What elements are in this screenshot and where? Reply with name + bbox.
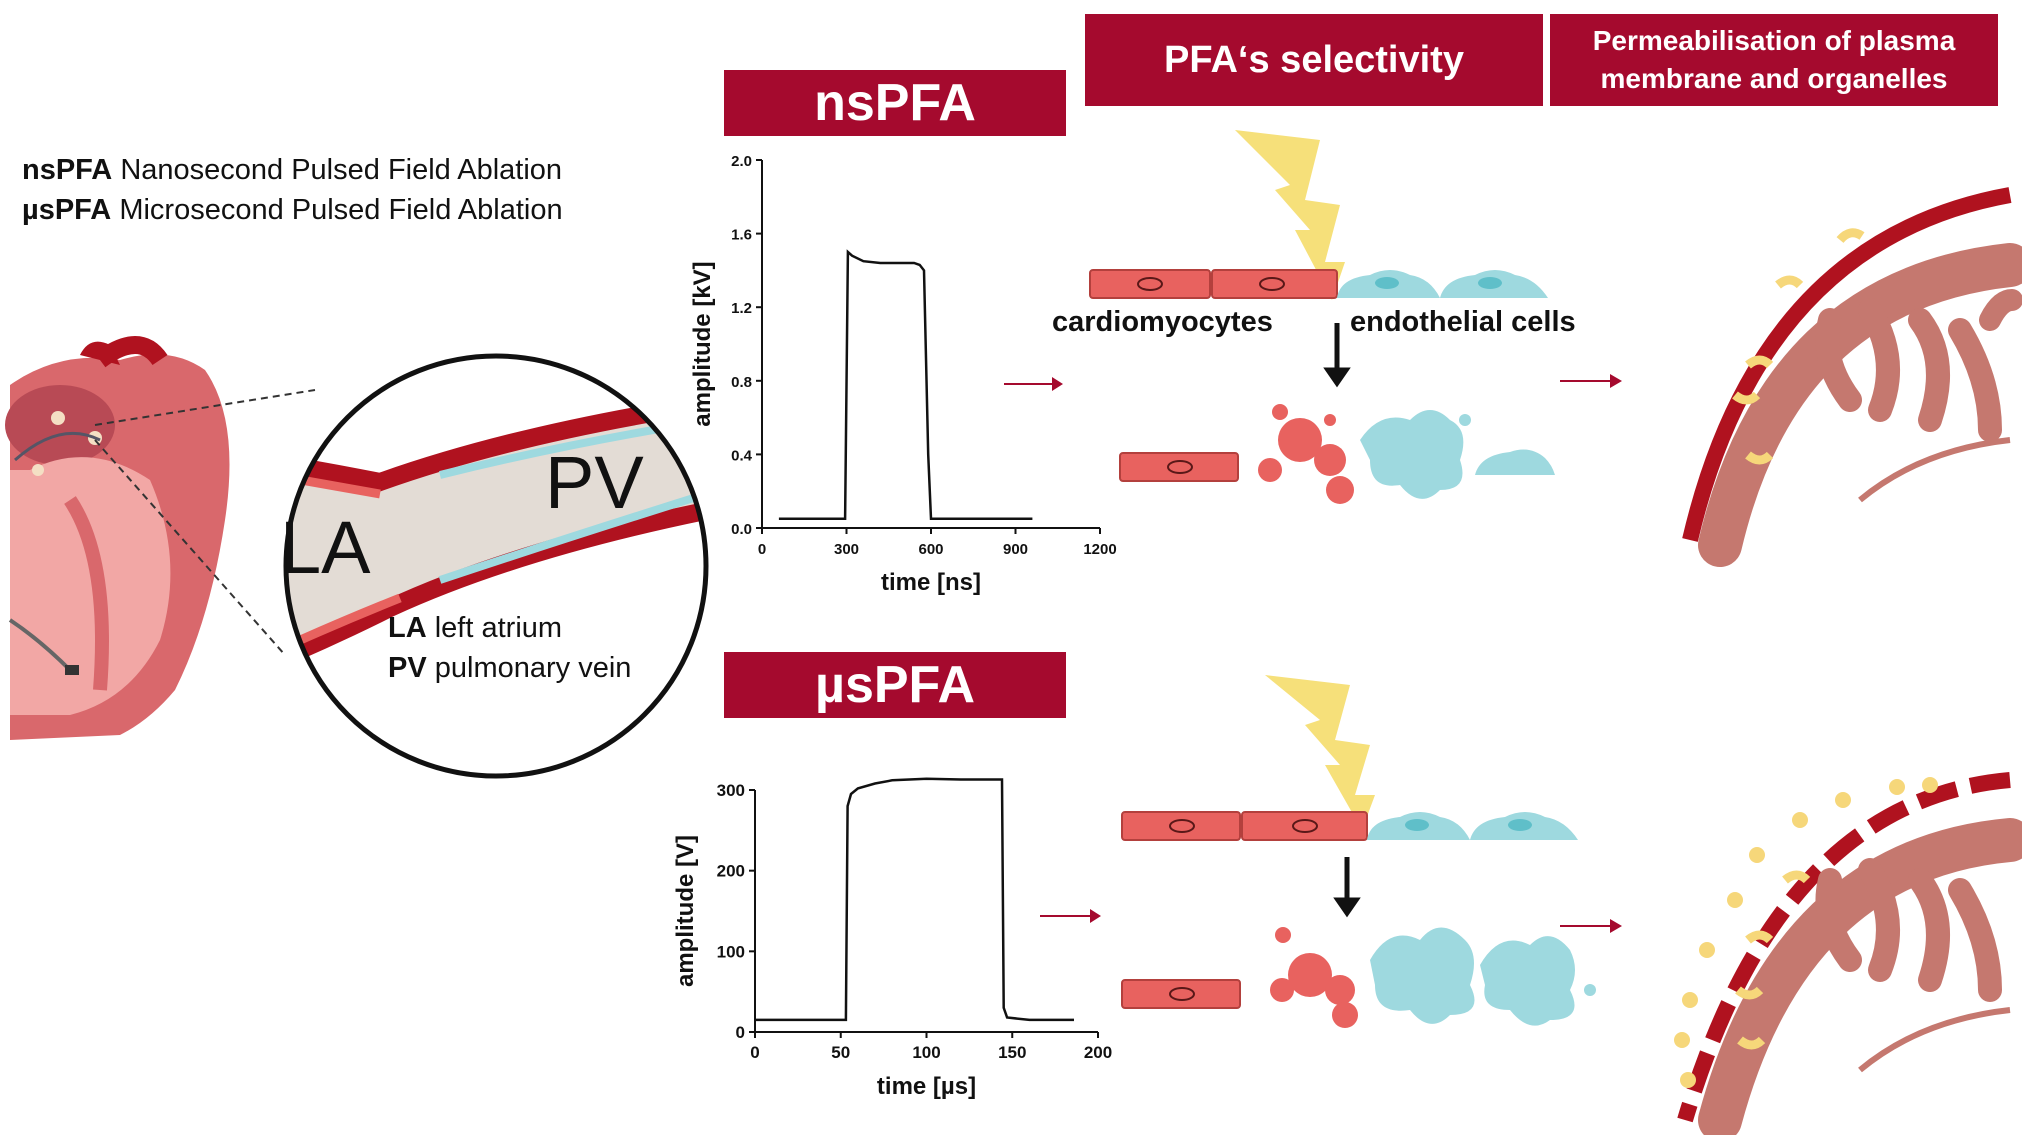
legend-text: pulmonary vein: [434, 652, 632, 684]
y-tick-label: 100: [717, 942, 745, 961]
abbreviation-nspfa: nsPFA Nanosecond Pulsed Field Ablation: [22, 150, 562, 190]
cell-row-us: [1121, 811, 1578, 841]
abbreviation-uspfa: µsPFA Microsecond Pulsed Field Ablation: [22, 190, 563, 230]
x-tick-label: 0: [750, 1043, 759, 1062]
y-tick-label: 0: [736, 1023, 745, 1042]
x-tick-label: 150: [998, 1043, 1026, 1062]
zoom-line: [94, 389, 316, 426]
legend-key: LA: [388, 612, 427, 644]
uspfa-banner-label: µsPFA: [814, 656, 975, 714]
cell-aftermath-us: [1121, 927, 1596, 1028]
legend-key: PV: [388, 652, 427, 684]
cell-row-ns: [1089, 269, 1548, 299]
cardiomyocytes-label: cardiomyocytes: [1052, 306, 1273, 338]
y-tick-label: 0.8: [731, 374, 752, 391]
selectivity-banner: PFA‘s selectivity: [1085, 14, 1543, 106]
x-tick-label: 50: [831, 1043, 850, 1062]
y-tick-label: 1.6: [731, 227, 752, 244]
nspfa-banner: nsPFA: [724, 70, 1066, 136]
x-axis-label: time [µs]: [877, 1073, 976, 1100]
x-tick-label: 600: [918, 541, 943, 558]
endothelial-cells-label: endothelial cells: [1350, 306, 1576, 338]
y-axis-label: amplitude [V]: [672, 835, 699, 987]
organelle-illustration-ns: [1682, 187, 2022, 567]
lightning-icon: [1235, 130, 1345, 300]
x-tick-label: 900: [1003, 541, 1028, 558]
y-tick-label: 0.0: [731, 521, 752, 538]
inset-circle: [283, 353, 709, 779]
heart-illustration: [5, 336, 230, 740]
x-tick-label: 300: [834, 541, 859, 558]
permeabilisation-banner: Permeabilisation of plasma membrane and …: [1550, 14, 1998, 106]
abbreviation-text: Microsecond Pulsed Field Ablation: [119, 194, 563, 226]
abbreviation-key: µsPFA: [22, 194, 112, 226]
legend-text: left atrium: [434, 612, 563, 644]
legend-pv: PV pulmonary vein: [388, 648, 631, 688]
signal-trace-line: [778, 249, 1033, 521]
abbreviation-key: nsPFA: [22, 154, 113, 186]
x-tick-label: 0: [758, 541, 766, 558]
y-tick-label: 200: [717, 862, 745, 881]
cell-aftermath-ns: [1119, 404, 1555, 504]
x-axis-label: time [ns]: [881, 569, 981, 596]
down-arrow-icon: [1323, 323, 1351, 388]
flow-arrows: [1004, 374, 1622, 933]
permeabilisation-line-2: membrane and organelles: [1600, 63, 1948, 94]
legend-la: LA left atrium: [388, 608, 562, 648]
permeabilisation-line-1: Permeabilisation of plasma: [1592, 25, 1956, 56]
signal-trace-line: [755, 777, 1074, 1022]
pv-label: PV: [545, 441, 644, 524]
lightning-icon: [1265, 675, 1375, 830]
selectivity-banner-label: PFA‘s selectivity: [1164, 38, 1464, 81]
uspfa-banner: µsPFA: [724, 652, 1066, 718]
y-tick-label: 1.2: [731, 300, 752, 317]
y-tick-label: 0.4: [731, 447, 753, 464]
abbreviation-text: Nanosecond Pulsed Field Ablation: [120, 154, 563, 186]
y-axis-label: amplitude [kV]: [689, 261, 716, 426]
organelle-illustration-us: [1674, 772, 2022, 1135]
x-tick-label: 1200: [1083, 541, 1116, 558]
x-tick-label: 200: [1084, 1043, 1112, 1062]
la-label: LA: [280, 506, 371, 589]
nspfa-banner-label: nsPFA: [814, 74, 976, 132]
y-tick-label: 2.0: [731, 153, 752, 170]
x-tick-label: 100: [912, 1043, 940, 1062]
vessel-inset: [286, 356, 706, 776]
down-arrow-icon: [1333, 857, 1361, 918]
y-tick-label: 300: [717, 781, 745, 800]
